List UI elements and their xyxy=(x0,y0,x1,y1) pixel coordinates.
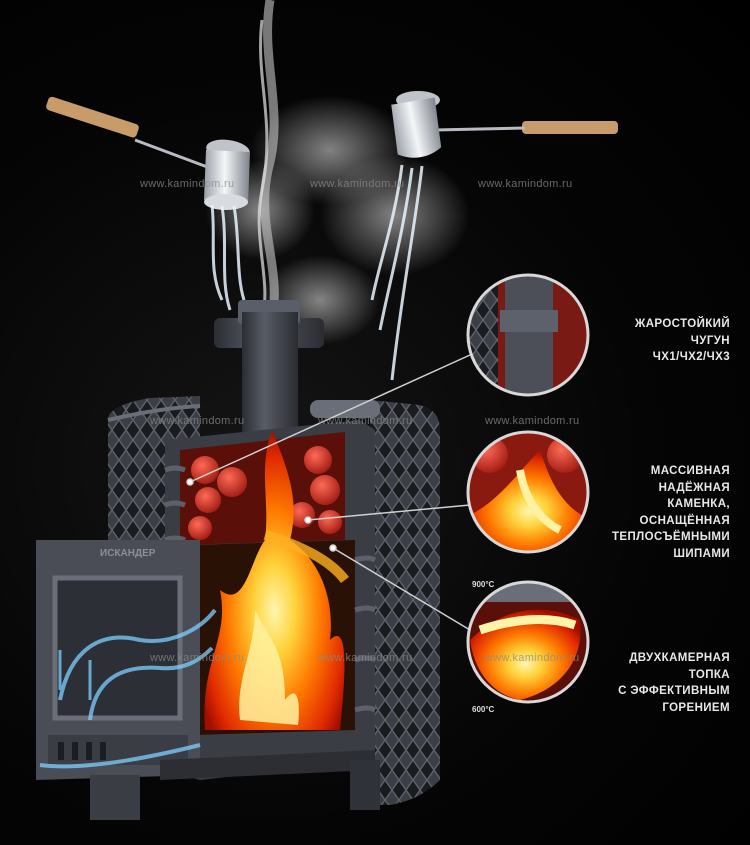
callout-leader-lines xyxy=(186,354,471,631)
callout-line: ЧХ1/ЧХ2/ЧХ3 xyxy=(652,351,730,363)
callout-line: ГОРЕНИЕМ xyxy=(662,701,730,714)
callout-line: ТЕПЛОСЪЁМНЫМИ xyxy=(611,531,730,543)
callout-line: ОСНАЩЁННАЯ xyxy=(639,514,730,527)
callout-line: НАДЁЖНАЯ xyxy=(658,481,730,494)
detail-circle-firebox xyxy=(466,580,590,704)
airflow-arrows xyxy=(39,608,217,769)
watermark: www.kamindom.ru xyxy=(140,178,235,190)
callout-heater-stones: МАССИВНАЯ НАДЁЖНАЯ КАМЕНКА, ОСНАЩЁННАЯ Т… xyxy=(612,463,730,562)
callout-line: С ЭФФЕКТИВНЫМ xyxy=(618,685,730,697)
detail-circle-stones xyxy=(466,430,590,554)
temperature-high-label: 900°C xyxy=(472,580,495,589)
watermark: www.kamindom.ru xyxy=(150,415,245,427)
watermark: www.kamindom.ru xyxy=(150,652,245,664)
stove-body xyxy=(164,420,377,780)
fire xyxy=(204,430,349,730)
watermark: www.kamindom.ru xyxy=(478,178,573,190)
callout-line: ТОПКА xyxy=(688,668,730,681)
right-ladle xyxy=(370,91,618,381)
detail-circle-cast-iron xyxy=(466,273,590,397)
watermark: www.kamindom.ru xyxy=(310,178,405,190)
watermark: www.kamindom.ru xyxy=(318,652,413,664)
firebox-door: ИСКАНДЕР xyxy=(36,540,200,780)
watermark: www.kamindom.ru xyxy=(318,415,413,427)
left-ladle xyxy=(46,96,250,311)
callout-firebox: ДВУХКАМЕРНАЯ ТОПКА С ЭФФЕКТИВНЫМ ГОРЕНИЕ… xyxy=(618,650,730,716)
callout-cast-iron: ЖАРОСТОЙКИЙ ЧУГУН ЧХ1/ЧХ2/ЧХ3 xyxy=(635,316,730,366)
callout-line: ЧУГУН xyxy=(690,334,730,347)
callout-line: ЖАРОСТОЙКИЙ xyxy=(634,318,730,330)
callout-line: ШИПАМИ xyxy=(673,547,730,560)
callout-line: ДВУХКАМЕРНАЯ xyxy=(629,652,730,664)
callout-line: МАССИВНАЯ xyxy=(650,465,730,477)
temperature-low-label: 600°C xyxy=(472,705,495,714)
watermark: www.kamindom.ru xyxy=(485,652,580,664)
callout-line: КАМЕНКА, xyxy=(667,498,730,510)
door-brand-label: ИСКАНДЕР xyxy=(100,548,156,559)
watermark: www.kamindom.ru xyxy=(485,415,580,427)
heater-stones xyxy=(188,446,342,540)
stove-base xyxy=(90,750,380,820)
